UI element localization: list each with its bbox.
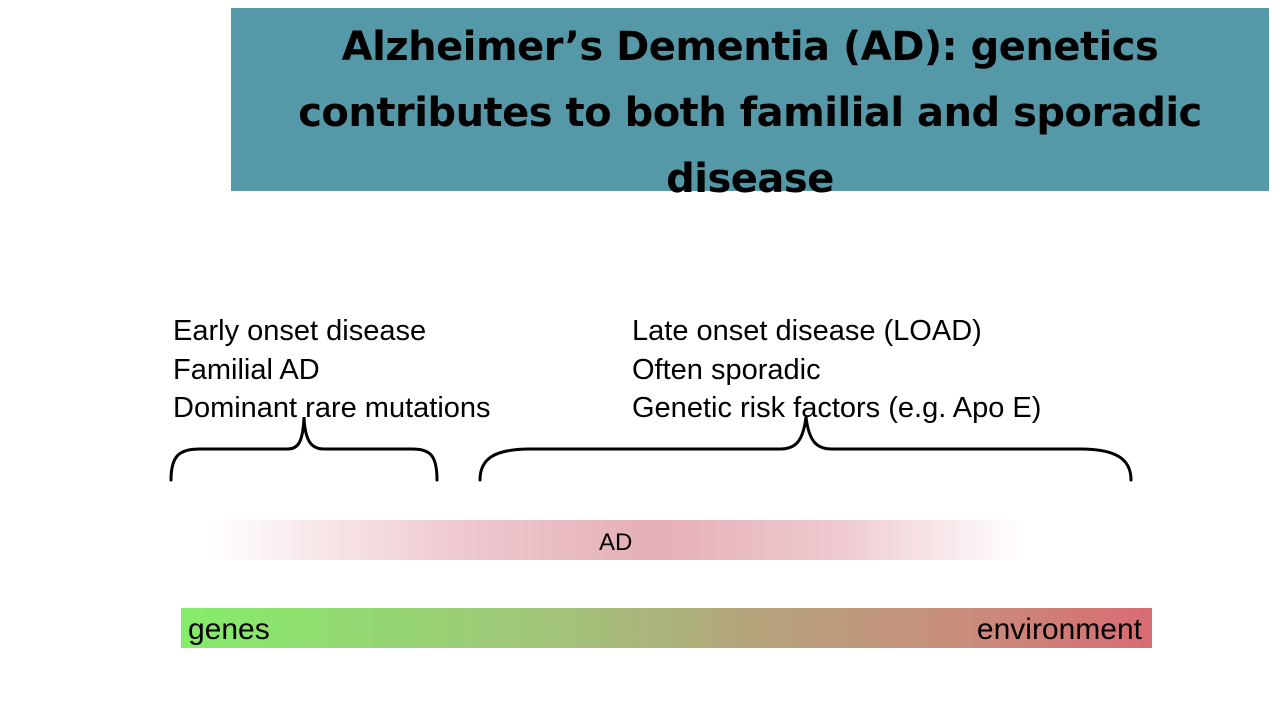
late-onset-item: Often sporadic <box>632 353 821 386</box>
title-banner: Alzheimer’s Dementia (AD): genetics cont… <box>231 8 1269 202</box>
late-onset-item: Genetic risk factors (e.g. Apo E) <box>632 392 1042 424</box>
early-onset-item: Dominant rare mutations <box>173 392 491 424</box>
slide-title: Alzheimer’s Dementia (AD): genetics cont… <box>231 14 1269 212</box>
genes-label: genes <box>188 613 270 646</box>
title-line: contributes to both familial and sporadi… <box>298 90 1202 136</box>
late-onset-list: Late onset disease (LOAD) Often sporadic… <box>632 312 1041 428</box>
early-onset-item: Familial AD <box>173 353 320 386</box>
late-onset-item: Late onset disease (LOAD) <box>632 315 982 347</box>
early-onset-item: Early onset disease <box>173 315 427 347</box>
early-onset-list: Early onset disease Familial AD Dominant… <box>173 312 491 428</box>
genes-environment-bar <box>181 608 1152 648</box>
title-line: disease <box>666 156 834 202</box>
title-line: Alzheimer’s Dementia (AD): genetics <box>341 24 1159 70</box>
environment-label: environment <box>976 613 1142 646</box>
ad-band <box>205 520 1025 560</box>
ad-label: AD <box>599 529 633 556</box>
